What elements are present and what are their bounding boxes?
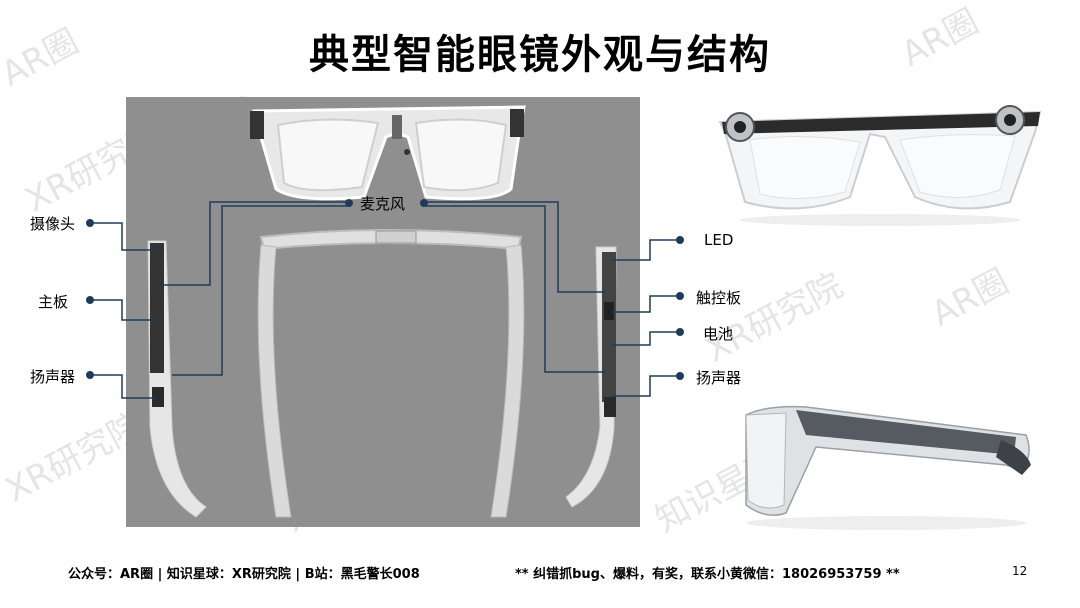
page-number: 12 (1012, 564, 1028, 578)
footer-right-text: ** 纠错抓bug、爆料，有奖，联系小黄微信：18026953759 ** (515, 567, 900, 582)
speaker-right-dot (676, 372, 684, 380)
right-temple-image (565, 246, 617, 508)
led-dot (676, 236, 684, 244)
speaker-left-label: 扬声器 (30, 368, 76, 386)
speaker-left-dot (86, 371, 94, 379)
microphone-dot-left (345, 199, 353, 207)
mainboard-label: 主板 (38, 293, 69, 311)
glasses-exploded-view (147, 105, 617, 518)
led-label: LED (704, 231, 734, 249)
glasses-front-photo (718, 105, 1042, 226)
front-frame-image (250, 105, 526, 201)
touchpad-dot (676, 292, 684, 300)
mainboard-dot (86, 296, 94, 304)
battery-dot (676, 328, 684, 336)
footer-left-text: 公众号：AR圈 | 知识星球：XR研究院 | B站：黑毛警长008 (68, 567, 420, 582)
battery-label: 电池 (703, 325, 734, 343)
camera-dot (86, 219, 94, 227)
touchpad-label: 触控板 (696, 289, 742, 307)
microphone-dot-right (420, 199, 428, 207)
camera-label: 摄像头 (30, 215, 76, 233)
speaker-right-label: 扬声器 (696, 369, 742, 387)
slide-title: 典型智能眼镜外观与结构 (309, 32, 771, 78)
left-temple-image (147, 240, 207, 518)
microphone-label: 麦克风 (360, 195, 406, 213)
top-frame-image (257, 229, 525, 518)
glasses-side-photo (745, 405, 1031, 530)
diagram-panel (126, 97, 640, 527)
